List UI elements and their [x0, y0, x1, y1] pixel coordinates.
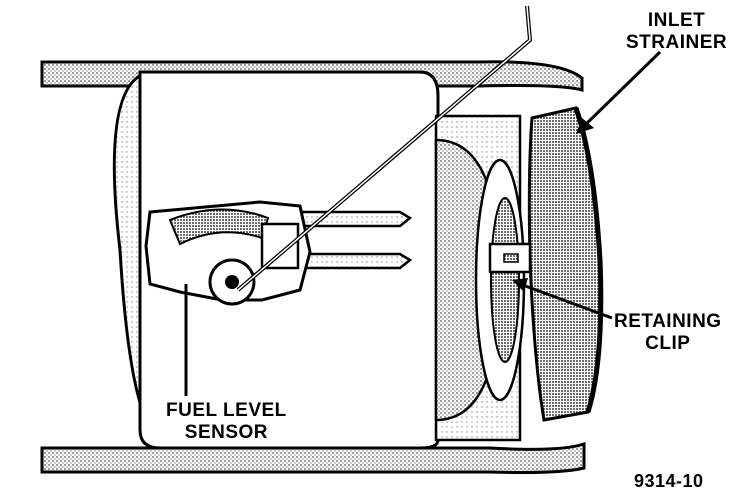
inlet-strainer-label-line-1: INLET: [647, 10, 706, 31]
inlet-strainer-leader: [580, 50, 662, 130]
strainer-edge: [573, 107, 604, 413]
retaining-clip-label-line-1: RETAINING: [614, 311, 722, 332]
retaining-clip-slot: [503, 253, 519, 263]
fuel-level-sensor-label: FUEL LEVEL SENSOR: [166, 400, 287, 444]
retaining-clip-leader: [519, 282, 613, 320]
reservoir-bottom-wall: [40, 441, 586, 474]
inlet-strainer-label-line-2: STRAINER: [626, 32, 728, 53]
float-arm-inner: [237, 5, 531, 291]
sensor-pivot-hub: [225, 275, 239, 289]
guide-rod-lower: [298, 252, 413, 270]
retaining-clip-arrowhead: [512, 278, 528, 292]
sensor-wiper-block: [260, 222, 300, 270]
retaining-clip-label: RETAINING CLIP: [614, 311, 722, 355]
inlet-strainer-label: INLET STRAINER: [626, 10, 727, 54]
guide-rod-upper: [288, 210, 413, 228]
retaining-clip-label-line-2: CLIP: [645, 333, 691, 354]
fuel-level-sensor-label-line-2: SENSOR: [184, 422, 269, 443]
figure-number: 9314-10: [634, 471, 704, 491]
fuel-level-sensor-label-line-1: FUEL LEVEL: [166, 400, 287, 421]
inlet-strainer-arrowhead: [576, 118, 594, 134]
